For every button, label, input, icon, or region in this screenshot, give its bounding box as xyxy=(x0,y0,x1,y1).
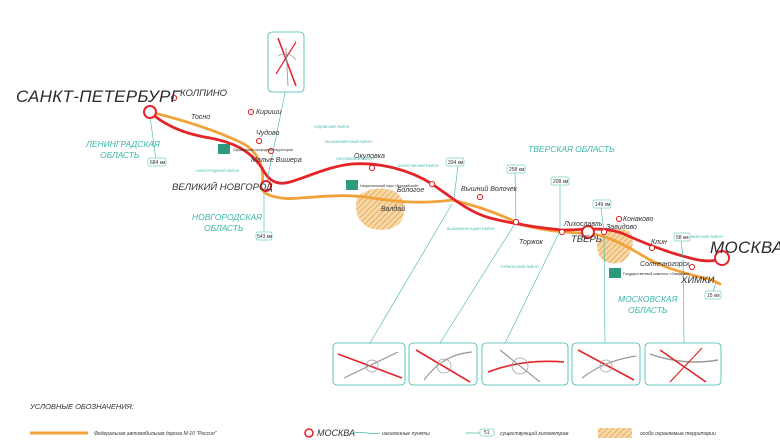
tver-marker xyxy=(581,225,595,239)
region-moscow-1: МОСКОВСКАЯ xyxy=(618,294,678,304)
town-markers xyxy=(170,94,696,271)
km-callout-lines xyxy=(149,115,717,293)
region-novgorod-1: НОВГОРОДСКАЯ xyxy=(192,212,262,222)
label-moskva: МОСКВА xyxy=(710,238,780,257)
region-novgorod-2: ОБЛАСТЬ xyxy=(204,223,244,233)
valdai-reserve-icon xyxy=(346,180,358,190)
legend-settlement-line xyxy=(353,432,381,434)
legend-city-marker xyxy=(304,428,314,438)
label-zavidovo: Завидово xyxy=(606,223,637,231)
km-badge-334: 334 км xyxy=(445,157,465,167)
label-okulovka: Окуловка xyxy=(354,153,385,160)
km-label-58: 58 км xyxy=(676,235,689,241)
legend-moskva-sample: МОСКВА xyxy=(317,428,355,438)
district-vyshnevolotsky: ВЫШНЕВОЛОЦКИЙ РАЙОН xyxy=(447,227,495,231)
inset-5 xyxy=(644,342,722,386)
km-label-149: 149 км xyxy=(595,202,611,208)
label-spb: САНКТ-ПЕТЕРБУРГ xyxy=(16,87,182,106)
note-novgorod-nature: Охраняемая природная территория xyxy=(233,148,293,152)
label-klin: Клин xyxy=(651,239,667,246)
label-kolpino: КОЛПИНО xyxy=(180,88,228,99)
legend-protected-label: особо охраняемые территории xyxy=(640,431,716,437)
region-leningrad-1: ЛЕНИНГРАДСКАЯ xyxy=(85,139,160,149)
label-chudovo: Чудово xyxy=(256,129,279,137)
label-tosno: Тосно xyxy=(191,114,210,121)
label-novgorod: ВЕЛИКИЙ НОВГОРОД xyxy=(172,181,273,193)
km-label-258: 258 км xyxy=(509,167,525,173)
km-badge-15: 15 км xyxy=(704,290,722,300)
novgorod-reserve-icon xyxy=(218,144,230,154)
label-valdai: Валдай xyxy=(381,205,405,213)
district-malovishersky: МАЛОВИШЕРСКИЙ РАЙОН xyxy=(325,140,372,144)
zavidovo-reserve-icon xyxy=(609,268,621,278)
note-valdai-park: Национальный парк «Валдайский» xyxy=(360,184,419,188)
district-khimki: ХИМКИНСКИЙ РАЙОН xyxy=(684,235,723,239)
inset-callout-lines xyxy=(265,87,685,344)
legend-title: УСЛОВНЫЕ ОБОЗНАЧЕНИЯ: xyxy=(29,402,134,411)
legend-road-label: Федеральная автомобильная дорога М-10 "Р… xyxy=(94,431,217,437)
label-bologoe: Бологое xyxy=(397,187,424,194)
valdai-protected-area xyxy=(355,188,404,230)
km-badge-58: 58 км xyxy=(673,232,691,242)
inset-top xyxy=(267,31,305,93)
district-novgorod: НОВГОРОДСКИЙ РАЙОН xyxy=(196,169,240,173)
district-torzhoksky: ТОРЖОКСКИЙ РАЙОН xyxy=(500,265,539,269)
inset-4 xyxy=(571,342,641,386)
legend-km-badge xyxy=(479,428,495,437)
novgorod-marker xyxy=(260,180,272,192)
km-badge-149: 149 км xyxy=(592,199,612,209)
km-badge-543: 543 км xyxy=(255,231,273,241)
km-label-684: 684 км xyxy=(150,160,166,166)
region-moscow-2: ОБЛАСТЬ xyxy=(628,305,668,315)
label-malaya-vishera: Малые Вишера xyxy=(251,157,302,164)
km-badge-208: 208 км xyxy=(550,176,570,186)
federal-road-m10 xyxy=(148,110,722,286)
label-solnechnogorsk: Солнечногорск xyxy=(640,261,690,268)
label-tver: ТВЕРЬ xyxy=(571,234,602,245)
km-badge-684: 684 км xyxy=(147,157,167,167)
district-okulovsky: ОКУЛОВСКИЙ РАЙОН xyxy=(336,157,374,161)
moskva-marker xyxy=(714,250,730,266)
region-leningrad-2: ОБЛАСТЬ xyxy=(100,150,140,160)
label-likhoslavl: Лихославль xyxy=(563,221,603,228)
region-tver: ТВЕРСКАЯ ОБЛАСТЬ xyxy=(528,144,615,154)
spb-marker xyxy=(143,105,157,119)
label-torzhok: Торжок xyxy=(519,239,543,246)
label-konakovo: Конаково xyxy=(623,216,653,223)
legend-settlements-label: населенные пункты xyxy=(382,431,430,437)
km-label-543: 543 км xyxy=(257,234,273,240)
district-bologovsky: БОЛОГОВСКИЙ РАЙОН xyxy=(398,164,439,168)
km-label-334: 334 км xyxy=(448,160,464,166)
label-vyshny: Вышний Волочек xyxy=(461,185,518,193)
inset-1 xyxy=(332,342,406,386)
legend-protected-swatch xyxy=(598,428,632,438)
legend-km-sample: 51 xyxy=(484,430,490,436)
inset-2 xyxy=(408,342,478,386)
label-kirishi: Кириши xyxy=(256,109,282,116)
district-chudovo: ЧУДОВСКИЙ РАЙОН xyxy=(314,125,350,129)
km-label-208: 208 км xyxy=(553,179,569,185)
km-label-15: 15 км xyxy=(707,293,720,299)
legend-km-label: существующий километраж xyxy=(500,430,569,437)
km-badge-258: 258 км xyxy=(506,164,526,174)
note-zavidovo: Государственный комплекс «Завидово» xyxy=(623,272,690,276)
label-khimki: ХИМКИ xyxy=(680,275,715,286)
inset-3 xyxy=(481,342,569,386)
